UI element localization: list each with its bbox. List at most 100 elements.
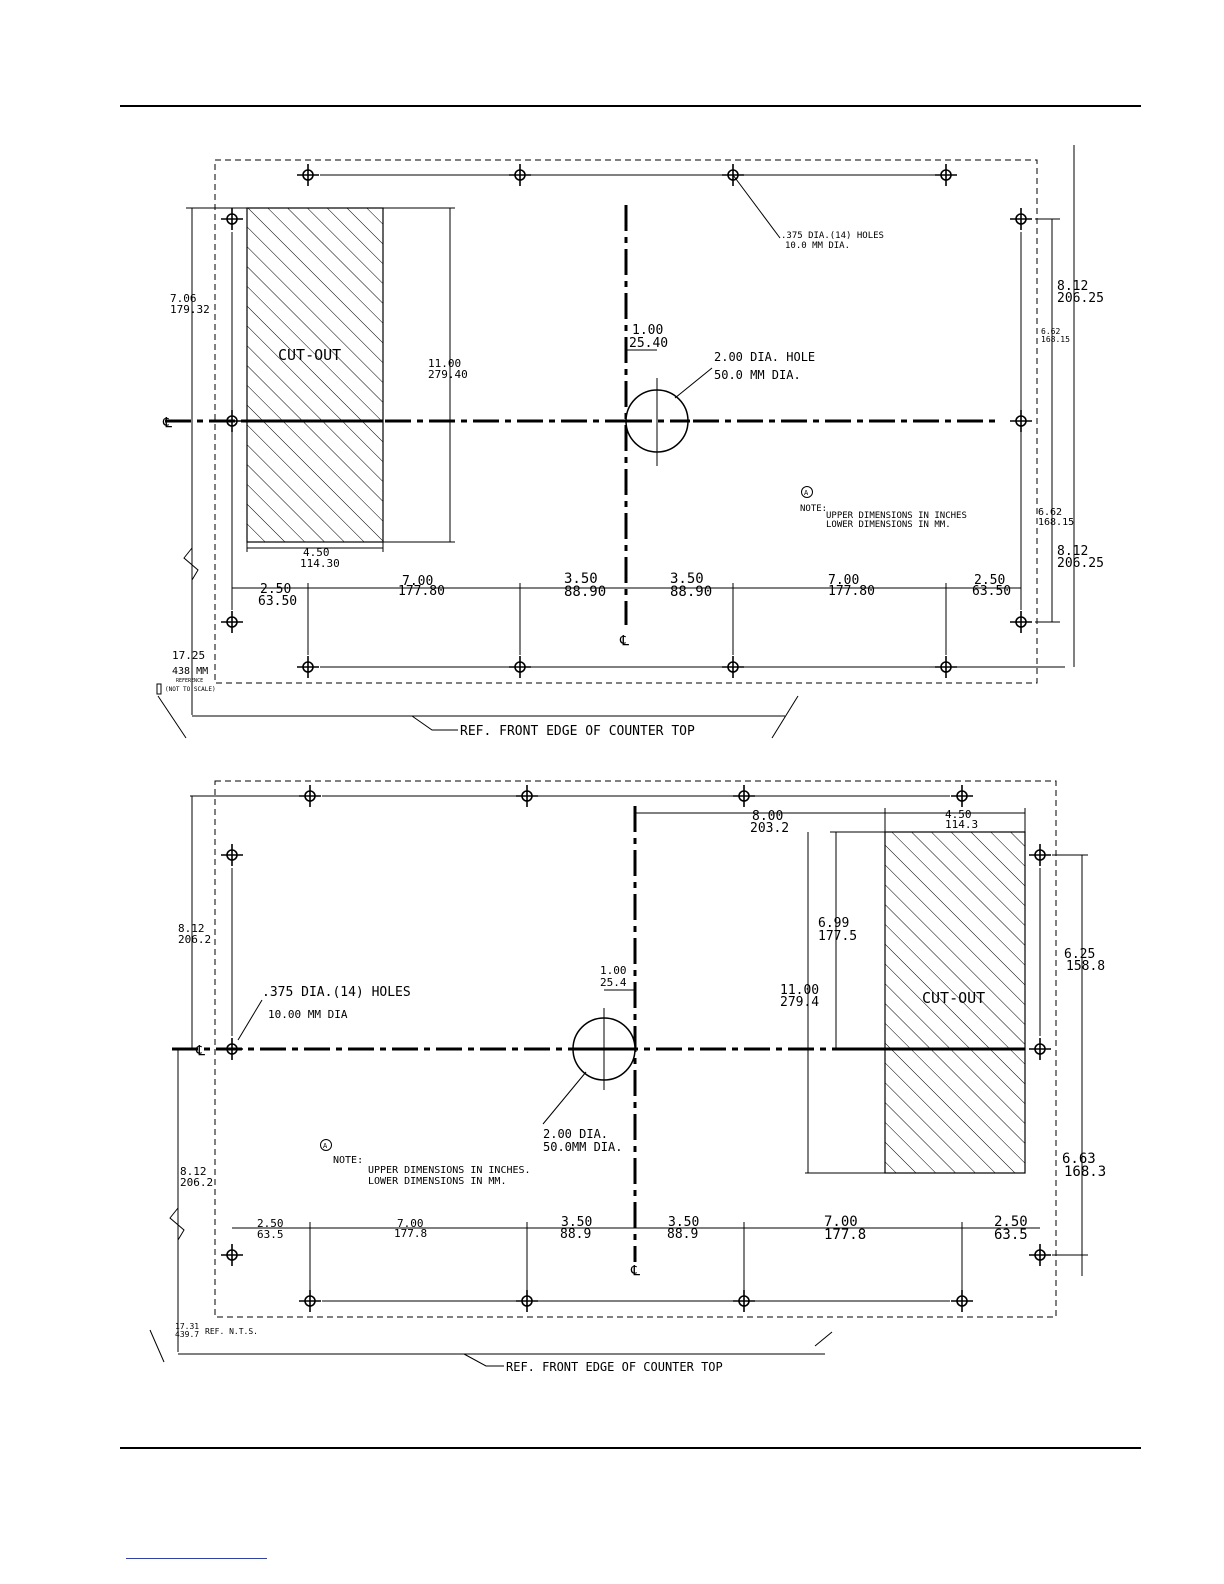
top-holes-note-mm: 10.0 MM DIA. <box>785 241 850 251</box>
footer-rule <box>120 1447 1141 1449</box>
top-ref-overall-nts: (NOT TO SCALE) <box>165 686 216 693</box>
top-center-hole-mm: 50.0 MM DIA. <box>714 368 801 382</box>
top-dim-812b: 8.12 <box>1057 544 1088 559</box>
bottom-center-hole-label: 2.00 DIA. <box>543 1127 608 1141</box>
top-bottom-dim-3: 3.50 <box>564 571 598 587</box>
footer-link-underline[interactable] <box>126 1558 267 1559</box>
bottom-dim-812b-mm: 206.2 <box>180 1176 213 1189</box>
bottom-center-hole-mm: 50.0MM DIA. <box>543 1140 622 1154</box>
top-bottom-dim-2: 7.00 <box>402 574 433 589</box>
top-bottom-dim-2-mm: 177.80 <box>398 584 445 599</box>
top-bottom-dim-6: 2.50 <box>974 573 1005 588</box>
hole-marker-icon <box>1009 207 1033 231</box>
bottom-dim-699-mm: 177.5 <box>818 929 857 944</box>
top-dim-812b-mm: 206.25 <box>1057 556 1104 571</box>
header-rule <box>120 105 1141 107</box>
top-dim-1100: 11.00 <box>428 357 461 370</box>
bottom-dim-699: 6.99 <box>818 916 849 931</box>
bottom-note-line-1: UPPER DIMENSIONS IN INCHES. <box>368 1165 531 1176</box>
top-cutout-area <box>246 207 384 543</box>
hole-marker-icon <box>296 163 320 187</box>
bottom-dim-1100-mm: 279.4 <box>780 995 819 1010</box>
top-dim-812a: 8.12 <box>1057 279 1088 294</box>
top-ref-edge: REF. FRONT EDGE OF COUNTER TOP <box>460 724 695 739</box>
hole-marker-icon <box>298 784 322 808</box>
top-dim-662a: 6.62 <box>1041 327 1060 336</box>
bottom-dim-625: 6.25 <box>1064 947 1095 962</box>
top-dim-450-mm: 114.30 <box>300 557 340 570</box>
hole-marker-icon <box>220 1243 244 1267</box>
bottom-cl-lower: ℄ <box>630 1263 640 1279</box>
top-cutout-label: CUT-OUT <box>278 346 341 364</box>
top-bottom-dim-6-mm: 63.50 <box>972 584 1011 599</box>
top-dim-662a-mm: 168.15 <box>1041 335 1070 344</box>
bottom-bottom-dim-1-mm: 63.5 <box>257 1228 284 1241</box>
bottom-ref-overall: 17.31 <box>175 1322 199 1331</box>
top-bottom-dim-4-mm: 88.90 <box>670 584 712 600</box>
bottom-drawing: CUT-OUT 2.00 DIA. 50.0MM DIA. .375 DIA.(… <box>149 780 1106 1374</box>
top-panel-outline <box>214 159 1038 684</box>
bottom-bottom-dim-6-mm: 63.5 <box>994 1227 1028 1243</box>
bottom-note-line-2: LOWER DIMENSIONS IN MM. <box>368 1176 506 1187</box>
bottom-dim-100: 1.00 <box>600 964 627 977</box>
top-dim-100: 1.00 <box>632 323 663 338</box>
bottom-note-label: NOTE: <box>333 1155 363 1166</box>
bottom-cutout-label: CUT-OUT <box>922 989 985 1007</box>
hole-marker-icon <box>1028 1037 1052 1061</box>
top-bottom-dim-5: 7.00 <box>828 573 859 588</box>
bottom-ref-overall-nts: REF. N.T.S. <box>205 1327 258 1336</box>
top-dim-662b-mm: 168.15 <box>1038 517 1074 528</box>
bottom-bottom-dim-5-mm: 177.8 <box>824 1227 866 1243</box>
top-dim-662b: 6.62 <box>1038 507 1062 518</box>
hole-marker-icon <box>1009 610 1033 634</box>
top-note-line-1: UPPER DIMENSIONS IN INCHES <box>826 511 967 521</box>
bottom-dim-450: 4.50 <box>945 808 972 821</box>
bottom-bottom-dim-3: 3.50 <box>561 1215 592 1230</box>
top-bottom-dim-4: 3.50 <box>670 571 704 587</box>
top-dim-100-mm: 25.40 <box>629 336 668 351</box>
hole-marker-icon <box>1028 843 1052 867</box>
bottom-bottom-dim-1: 2.50 <box>257 1217 284 1230</box>
bottom-bottom-dim-2: 7.00 <box>397 1217 424 1230</box>
top-note-marker: A <box>804 489 809 497</box>
hole-marker-icon <box>950 784 974 808</box>
top-note-line-2: LOWER DIMENSIONS IN MM. <box>826 520 951 530</box>
top-dim-1100-mm: 279.40 <box>428 368 468 381</box>
top-dim-450: 4.50 <box>303 546 330 559</box>
bottom-bottom-dim-3-mm: 88.9 <box>560 1227 591 1242</box>
hole-marker-icon <box>220 207 244 231</box>
hole-marker-icon <box>298 1289 322 1313</box>
bottom-dim-812a-mm: 206.2 <box>178 933 211 946</box>
top-bottom-dim-3-mm: 88.90 <box>564 584 606 600</box>
hole-marker-icon <box>934 163 958 187</box>
bottom-bottom-dim-6: 2.50 <box>994 1214 1028 1230</box>
top-cl-lower: ℄ <box>619 633 629 649</box>
bottom-dim-800: 8.00 <box>752 809 783 824</box>
bottom-bottom-dim-5: 7.00 <box>824 1214 858 1230</box>
bottom-dim-800-mm: 203.2 <box>750 821 789 836</box>
bottom-cutout-area <box>884 831 1026 1174</box>
bottom-dim-663: 6.63 <box>1062 1151 1096 1167</box>
top-bottom-dim-1-mm: 63.50 <box>258 594 297 609</box>
top-note-label: NOTE: <box>800 504 827 514</box>
hole-marker-icon <box>950 1289 974 1313</box>
bottom-note-marker: A <box>323 1142 328 1150</box>
bottom-dim-625-mm: 158.8 <box>1066 959 1105 974</box>
bottom-ref-overall-mm: 439.7 <box>175 1330 199 1339</box>
hole-marker-icon <box>220 843 244 867</box>
bottom-cl-left: ℄ <box>195 1043 205 1059</box>
bottom-dim-1100: 11.00 <box>780 983 819 998</box>
bottom-bottom-dim-4-mm: 88.9 <box>667 1227 698 1242</box>
bottom-dim-812b: 8.12 <box>180 1165 207 1178</box>
top-center-hole-label: 2.00 DIA. HOLE <box>714 350 815 364</box>
bottom-bottom-dim-4: 3.50 <box>668 1215 699 1230</box>
top-bottom-dim-5-mm: 177.80 <box>828 584 875 599</box>
bottom-dim-663-mm: 168.3 <box>1064 1164 1106 1180</box>
hole-marker-icon <box>296 655 320 679</box>
bottom-dim-100-mm: 25.4 <box>600 976 627 989</box>
top-bottom-dim-1: 2.50 <box>260 582 291 597</box>
bottom-ref-edge: REF. FRONT EDGE OF COUNTER TOP <box>506 1360 723 1374</box>
top-holes-note: .375 DIA.(14) HOLES <box>781 231 884 241</box>
bottom-dim-812a: 8.12 <box>178 922 205 935</box>
